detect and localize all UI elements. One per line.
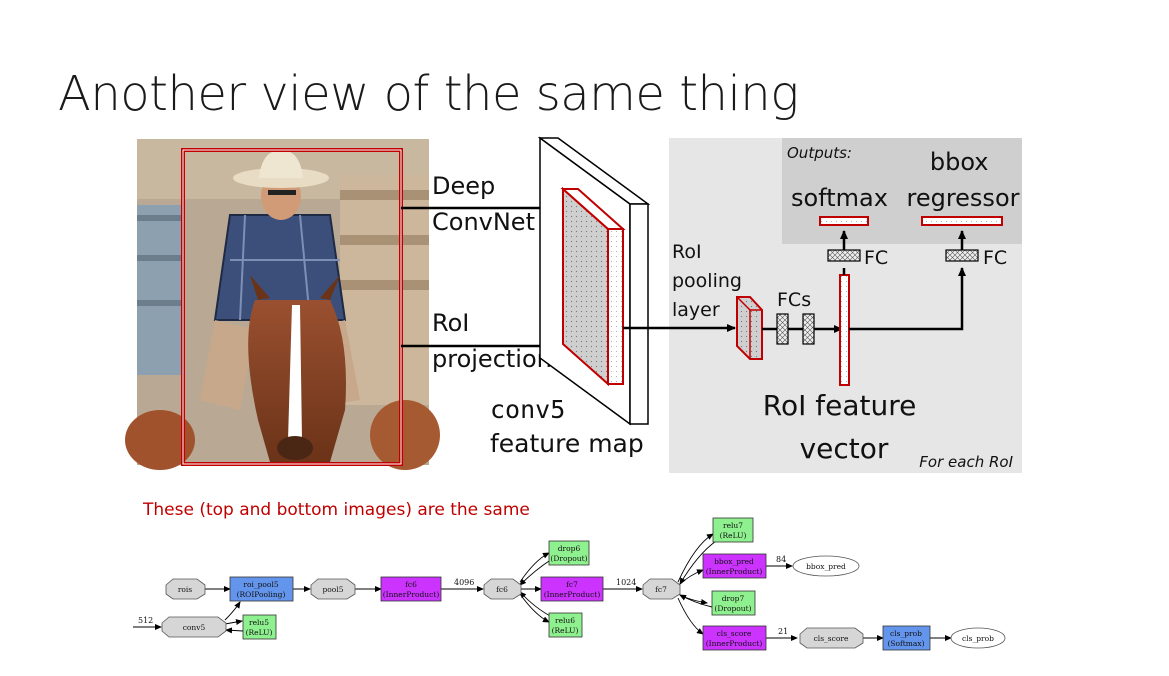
node-rois bbox=[165, 578, 206, 600]
edge-label-512: 512 bbox=[138, 616, 153, 625]
label-cls-score-layer-type: (InnerProduct) bbox=[706, 639, 763, 648]
label-fc7-blob: fc7 bbox=[655, 585, 667, 594]
label-cls-prob-layer-type: (Softmax) bbox=[887, 639, 924, 648]
node-relu7 bbox=[712, 517, 754, 543]
label-rois: rois bbox=[178, 585, 192, 594]
edge-label-84: 84 bbox=[776, 555, 786, 564]
node-bbox-pred-layer bbox=[702, 553, 767, 579]
label-cls-prob-blob: cls_prob bbox=[962, 634, 994, 643]
node-pool5 bbox=[310, 578, 356, 600]
node-cls-prob-blob bbox=[950, 627, 1006, 649]
label-relu6-type: (ReLU) bbox=[552, 626, 579, 635]
node-conv5 bbox=[161, 616, 227, 638]
for-each-roi-label: For each RoI bbox=[919, 453, 1013, 471]
caffe-network-graph: 512 4096 1024 84 21 bbox=[133, 517, 1006, 651]
input-photo bbox=[125, 139, 440, 470]
edge-label-1024: 1024 bbox=[616, 578, 636, 587]
node-relu6 bbox=[548, 612, 583, 638]
fc-block-1 bbox=[776, 313, 789, 345]
label-fc6-layer-type: (InnerProduct) bbox=[383, 590, 440, 599]
label-fc7-layer: fc7 bbox=[566, 580, 578, 589]
node-fc6-layer bbox=[380, 576, 442, 602]
same-images-note: These (top and bottom images) are the sa… bbox=[143, 500, 530, 520]
roi-pooled-block bbox=[736, 296, 763, 360]
node-roi-pool5 bbox=[229, 576, 294, 602]
label-drop6: drop6 bbox=[558, 544, 581, 553]
deep-convnet-label: Deep ConvNet bbox=[432, 172, 535, 236]
fc-left-label: FC bbox=[864, 247, 888, 269]
label-pool5: pool5 bbox=[322, 585, 343, 594]
label-cls-score-blob: cls_score bbox=[814, 634, 849, 643]
outputs-panel bbox=[782, 138, 1022, 244]
label-fc7-layer-type: (InnerProduct) bbox=[544, 590, 601, 599]
node-cls-prob-layer bbox=[882, 625, 931, 651]
fcs-label: FCs bbox=[777, 289, 811, 311]
bbox-branch-line bbox=[849, 267, 966, 331]
label-drop7: drop7 bbox=[722, 594, 745, 603]
node-bbox-pred-blob bbox=[792, 555, 860, 577]
label-relu5-type: (ReLU) bbox=[246, 628, 273, 637]
label-roi-pool5: roi_pool5 bbox=[243, 580, 278, 589]
roi-feature-vector-label: RoI feature vector bbox=[763, 389, 925, 465]
roi-feature-vector bbox=[839, 274, 850, 386]
node-fc7-blob bbox=[642, 578, 681, 600]
feature-map-label: feature map bbox=[490, 429, 644, 458]
label-cls-prob-layer: cls_prob bbox=[890, 629, 922, 638]
softmax-output bbox=[819, 216, 869, 226]
label-relu5: relu5 bbox=[249, 618, 269, 627]
label-fc6-blob: fc6 bbox=[496, 585, 508, 594]
roi-projection-label: RoI projection bbox=[432, 309, 552, 373]
softmax-label: softmax bbox=[791, 184, 888, 212]
outputs-label: Outputs: bbox=[787, 144, 852, 162]
slide-title: Another view of the same thing bbox=[58, 66, 799, 122]
bbox-regressor-label: bbox regressor bbox=[906, 148, 1019, 212]
node-relu5 bbox=[242, 614, 277, 640]
bbox-output bbox=[921, 216, 1003, 226]
label-relu7-type: (ReLU) bbox=[720, 531, 747, 540]
label-fc6-layer: fc6 bbox=[405, 580, 417, 589]
label-drop7-type: (Dropout) bbox=[714, 604, 751, 613]
fc-right-label: FC bbox=[983, 247, 1007, 269]
fc-block-2 bbox=[802, 313, 815, 345]
node-drop7 bbox=[711, 590, 756, 616]
node-cls-score-blob bbox=[799, 627, 864, 649]
label-bbox-pred-blob: bbox_pred bbox=[806, 562, 846, 571]
label-bbox-pred-layer-type: (InnerProduct) bbox=[706, 567, 763, 576]
label-drop6-type: (Dropout) bbox=[550, 554, 587, 563]
label-relu7: relu7 bbox=[723, 521, 743, 530]
node-drop6 bbox=[548, 540, 590, 566]
node-fc7-layer bbox=[540, 576, 604, 602]
label-cls-score-layer: cls_score bbox=[717, 629, 752, 638]
fc-bbox-block bbox=[945, 249, 979, 262]
conv5-feature-map bbox=[537, 136, 651, 426]
roi-pooling-layer-label: RoI pooling layer bbox=[672, 241, 748, 321]
edge-label-21: 21 bbox=[778, 627, 788, 636]
label-conv5: conv5 bbox=[183, 623, 206, 632]
label-relu6: relu6 bbox=[555, 616, 575, 625]
node-fc6-blob bbox=[483, 578, 522, 600]
node-cls-score-layer bbox=[702, 625, 767, 651]
label-bbox-pred-layer: bbox_pred bbox=[714, 557, 754, 566]
edge-label-4096: 4096 bbox=[454, 578, 474, 587]
conv5-label: conv5 bbox=[490, 395, 565, 424]
fc-softmax-block bbox=[827, 249, 861, 262]
label-roi-pool5-type: (ROIPooling) bbox=[237, 590, 286, 599]
